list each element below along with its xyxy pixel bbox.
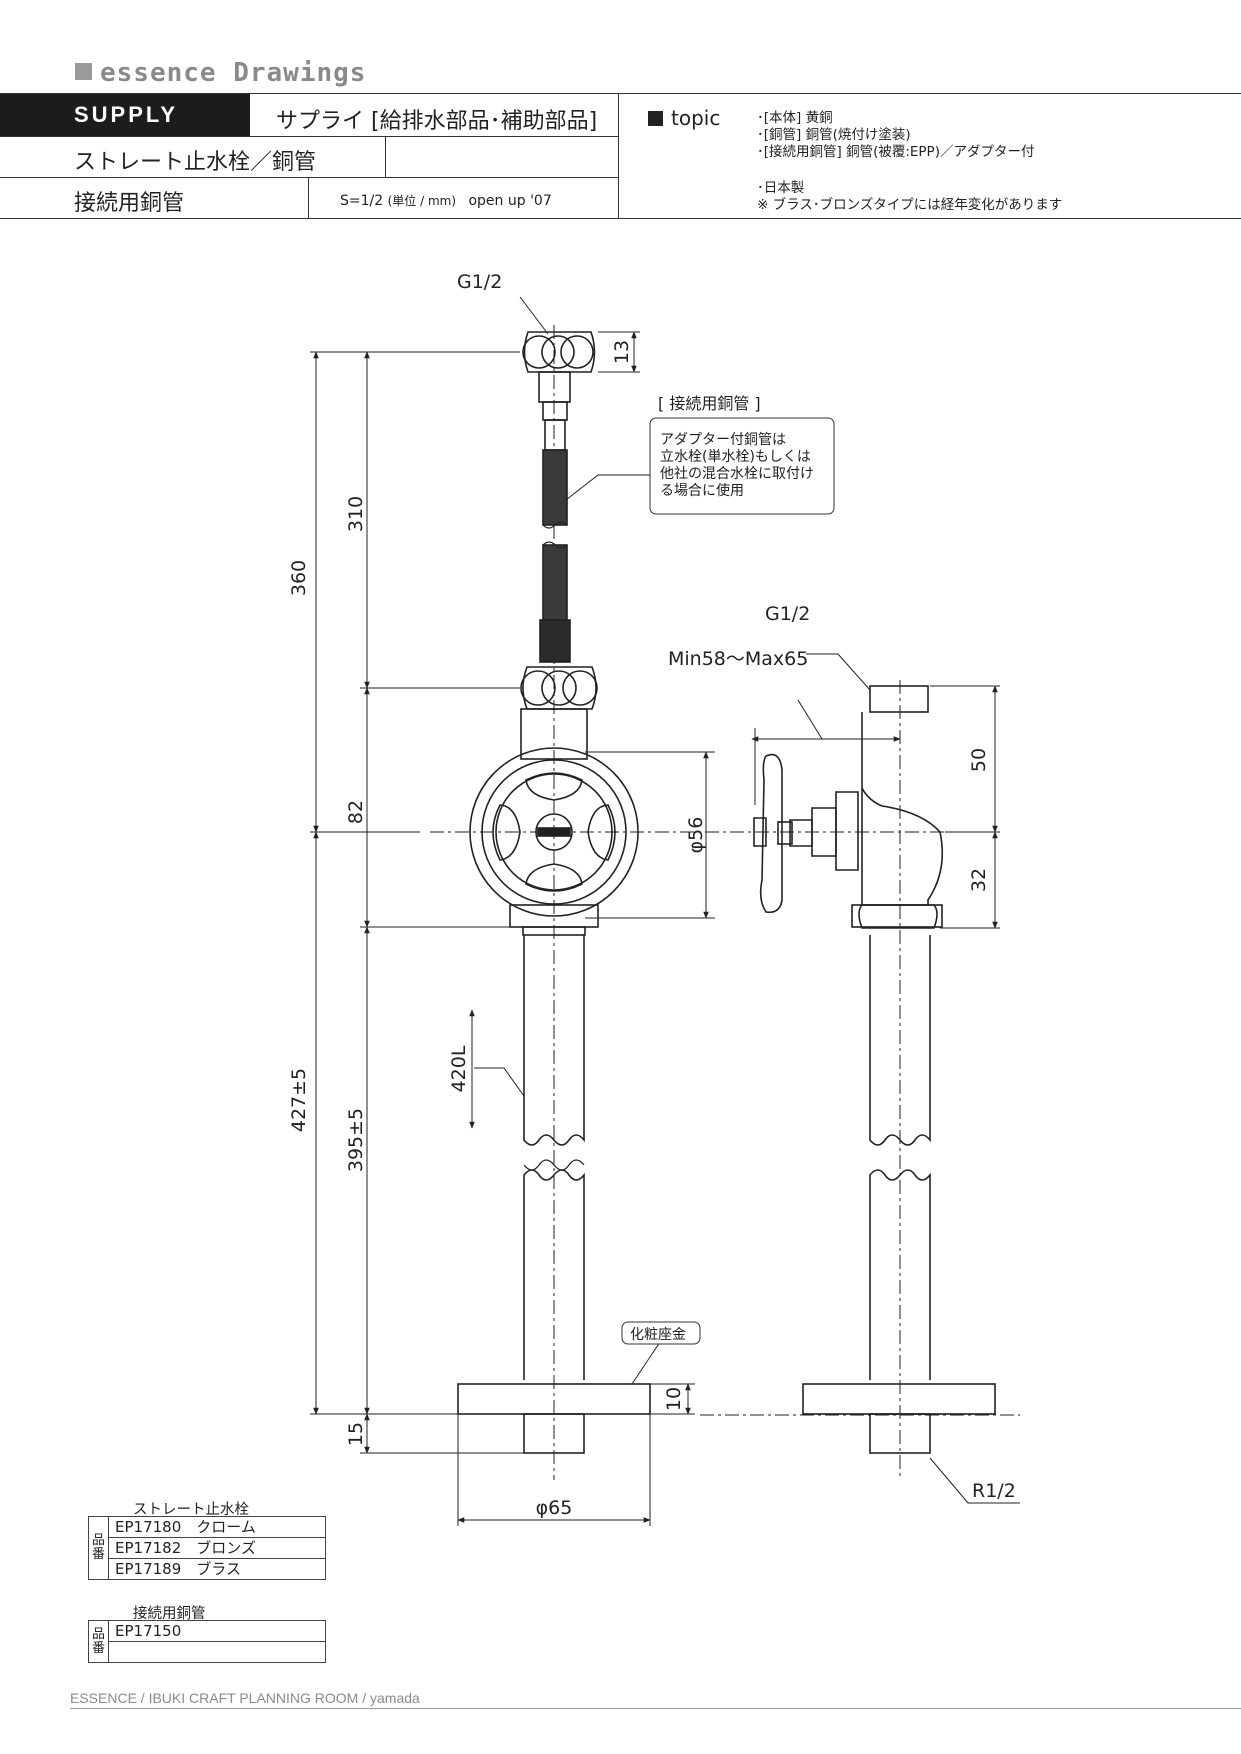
scale-info: S=1/2 (単位 / mm) open up '07 [340, 193, 552, 209]
part-code: EP17189 [115, 1560, 182, 1578]
dim-50: 50 [968, 748, 990, 772]
side-valve-body [861, 712, 944, 906]
callout-line-1: アダプター付銅管は [660, 432, 786, 448]
front-nipple [523, 1413, 585, 1454]
min-max-label: Min58～Max65 [668, 648, 808, 670]
part-finish: クローム [196, 1518, 256, 1536]
dim-82: 82 [345, 800, 367, 824]
dim-phi65: φ65 [536, 1497, 573, 1519]
dim-395: 395±5 [345, 1108, 367, 1172]
category-badge: SUPPLY [0, 94, 250, 136]
coated-pipe-lower [542, 544, 568, 621]
part-finish: ブロンズ [196, 1539, 256, 1557]
part-code: EP17180 [115, 1518, 182, 1536]
header-divider-name [385, 136, 386, 177]
side-bonnet [835, 791, 859, 871]
dim-310: 310 [345, 496, 367, 532]
header-row-rule-2 [0, 177, 618, 178]
category-jp: サプライ [給排水部品･補助部品] [276, 109, 598, 134]
header-row-rule-1 [0, 136, 618, 137]
r12-label: R1/2 [972, 1480, 1016, 1502]
side-nut [858, 904, 938, 929]
side-pipe-lower [869, 1169, 931, 1380]
handle-spokes [492, 772, 616, 892]
g12-top-label: G1/2 [457, 271, 502, 293]
handle-screw-slot [537, 827, 571, 837]
front-pipe-upper [523, 935, 585, 1146]
valve-part-table: 品番 EP17180 クローム EP17182 ブロンズ EP17189 ブラス [87, 1516, 326, 1580]
flange-callout-label: 化粧座金 [630, 1327, 686, 1343]
topic-notes: ･日本製 ※ ブラス･ブロンズタイプには経年変化があります [757, 180, 1063, 213]
footer-rule [70, 1708, 1241, 1709]
pipe-table-title: 接続用銅管 [133, 1606, 206, 1622]
dim-10: 10 [663, 1387, 685, 1411]
brand-square-icon [75, 63, 92, 80]
adapter-neck [542, 401, 568, 421]
callout-line-2: 立水栓(単水栓)もしくは [660, 449, 811, 465]
footer-text: ESSENCE / IBUKI CRAFT PLANNING ROOM / ya… [70, 1690, 420, 1706]
header-bottom-rule [0, 218, 1241, 219]
lower-nut [520, 666, 598, 710]
pipe-ferrule [539, 619, 571, 663]
topic-square-icon [648, 111, 663, 126]
callout-line-3: 他社の混合水栓に取付け [660, 466, 814, 482]
callout-line-4: る場合に使用 [660, 482, 744, 499]
part-code: EP17182 [115, 1539, 182, 1557]
topic-materials: ･[本体] 黄銅 ･[銅管] 銅管(焼付け塗装) ･[接続用銅管] 銅管(被覆:… [757, 110, 1035, 160]
dim-15: 15 [345, 1422, 367, 1446]
dim-360: 360 [288, 560, 310, 596]
part-finish: ブラス [196, 1560, 241, 1578]
side-nipple [869, 1413, 931, 1454]
pipe-part-table: 品番 EP17150 [87, 1620, 326, 1663]
table-row: EP17189 ブラス [89, 1558, 326, 1580]
center-lines [430, 325, 1020, 1480]
valve-table-title: ストレート止水栓 [133, 1502, 249, 1518]
header-top-rule [0, 93, 1241, 94]
handle-wheel-inner [495, 773, 613, 891]
header-divider-sub [308, 177, 309, 218]
coated-pipe-upper [542, 449, 568, 526]
pipe-side-label: 品番 [87, 1620, 110, 1663]
valve-side-label: 品番 [87, 1516, 110, 1580]
pipe-upper [544, 419, 566, 451]
header-divider-main [618, 93, 619, 218]
side-pipe-upper [869, 935, 931, 1146]
side-flange [802, 1383, 996, 1415]
part-code: EP17150 [115, 1622, 182, 1640]
table-row: 品番 EP17150 [87, 1620, 326, 1663]
brand-title: essence Drawings [75, 58, 366, 88]
handle-wheel-outer [481, 759, 627, 905]
valve-body [469, 747, 639, 917]
table-row [89, 1641, 326, 1663]
dim-13: 13 [611, 340, 633, 364]
topic-heading: topic [648, 106, 720, 130]
handle-hub [535, 813, 573, 851]
dim-32: 32 [968, 868, 990, 892]
valve-neck [520, 708, 588, 760]
drawing-labels: G1/2 G1/2 Min58～Max65 [ 接続用銅管 ] アダプター付銅管… [288, 271, 1016, 1519]
top-nut [522, 331, 596, 373]
product-subtitle: 接続用銅管 [74, 191, 185, 216]
g12-side-label: G1/2 [765, 603, 810, 625]
dim-phi56: φ56 [685, 817, 707, 854]
flange-callout-box [621, 1321, 701, 1345]
side-inlet [869, 685, 929, 713]
table-row: 品番 EP17180 クローム [87, 1516, 326, 1580]
callout-title: [ 接続用銅管 ] [658, 394, 761, 413]
dim-420l: 420L [448, 1045, 470, 1092]
dim-427: 427±5 [288, 1068, 310, 1132]
side-handle [759, 753, 783, 914]
product-name: ストレート止水栓／銅管 [74, 150, 317, 175]
table-row: EP17182 ブロンズ [89, 1537, 326, 1559]
callout-box [649, 417, 835, 515]
dimension-lines [310, 296, 1020, 1526]
